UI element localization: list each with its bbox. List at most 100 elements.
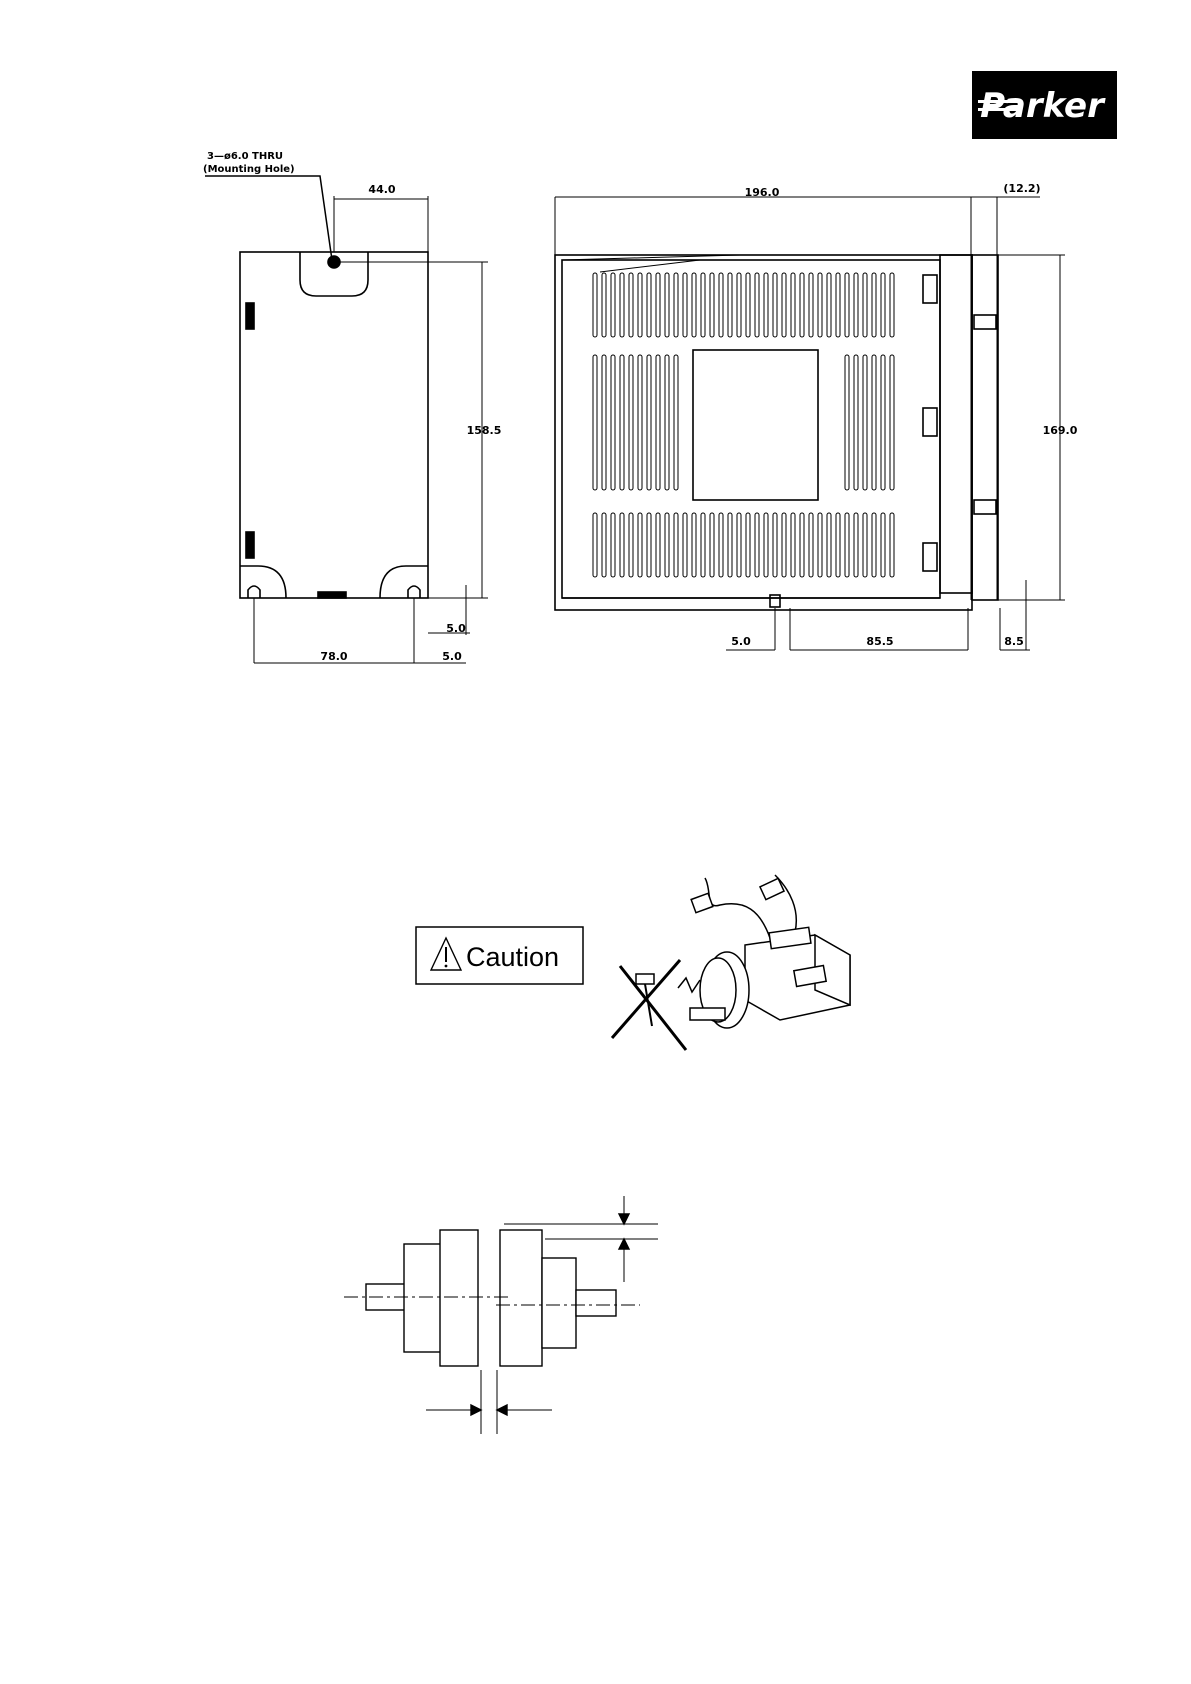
vent-slot	[647, 355, 651, 490]
vent-slot	[755, 273, 759, 337]
vent-slot	[863, 513, 867, 577]
vent-slot	[854, 273, 858, 337]
vent-slot	[656, 513, 660, 577]
vent-slot	[611, 355, 615, 490]
vent-slot	[683, 273, 687, 337]
servo-motor-icon	[690, 875, 850, 1028]
vent-slot	[683, 513, 687, 577]
dim-width-bottom: 78.0	[320, 650, 347, 663]
vent-slot	[674, 273, 678, 337]
vent-slot	[701, 513, 705, 577]
caution-label: Caution	[416, 927, 583, 984]
vent-slot	[629, 273, 633, 337]
hole-note-line2: (Mounting Hole)	[203, 164, 295, 175]
hole-note-line1: 3—ø6.0 THRU	[207, 151, 283, 162]
vent-slot	[881, 513, 885, 577]
vent-slot	[791, 273, 795, 337]
vent-slot	[710, 513, 714, 577]
dim-depth: 196.0	[745, 186, 780, 199]
vent-slot	[665, 273, 669, 337]
vent-slot	[665, 513, 669, 577]
vent-slot	[863, 273, 867, 337]
vent-slot	[611, 273, 615, 337]
vent-slot	[854, 513, 858, 577]
vent-slot	[755, 513, 759, 577]
vent-slot	[692, 513, 696, 577]
crossed-hammer-icon	[612, 960, 700, 1050]
vent-slot	[656, 355, 660, 490]
dim-left-offset: 5.0	[731, 635, 751, 648]
vent-slot	[674, 355, 678, 490]
vent-slot	[737, 513, 741, 577]
vent-slot	[800, 273, 804, 337]
dim-bottom-gap: 5.0	[446, 622, 466, 635]
vent-slot	[818, 513, 822, 577]
vent-slot	[746, 513, 750, 577]
dim-right-offset: 8.5	[1004, 635, 1024, 648]
vent-slot	[872, 355, 876, 490]
vent-slot	[809, 513, 813, 577]
vent-slot	[611, 513, 615, 577]
vent-slot	[872, 273, 876, 337]
vent-slot	[593, 355, 597, 490]
vent-slot	[827, 513, 831, 577]
vent-slot	[629, 513, 633, 577]
vent-slot	[737, 273, 741, 337]
dim-width-top: 44.0	[368, 183, 395, 196]
vent-slot	[638, 513, 642, 577]
vent-slot	[602, 513, 606, 577]
vent-slot	[674, 513, 678, 577]
vent-slot	[863, 355, 867, 490]
vent-slot	[638, 273, 642, 337]
vent-slot	[602, 273, 606, 337]
vent-slot	[620, 355, 624, 490]
vent-slot	[782, 513, 786, 577]
vent-slot	[656, 273, 660, 337]
parker-logo: Parker	[972, 71, 1117, 139]
vent-slot	[701, 273, 705, 337]
vent-slot	[881, 355, 885, 490]
mounting-hole-note: 3—ø6.0 THRU (Mounting Hole)	[203, 151, 332, 260]
vent-slot	[782, 273, 786, 337]
vent-slot	[665, 355, 669, 490]
vent-slot	[836, 513, 840, 577]
vent-slot	[809, 273, 813, 337]
vent-slot	[773, 513, 777, 577]
vent-slot	[791, 513, 795, 577]
dim-mount-pitch: 85.5	[866, 635, 893, 648]
vent-slot	[647, 513, 651, 577]
dim-front-height: 158.5	[467, 424, 502, 437]
vent-slot	[638, 355, 642, 490]
vent-slot	[764, 273, 768, 337]
vent-slot	[593, 513, 597, 577]
vent-slot	[764, 513, 768, 577]
vent-slot	[854, 355, 858, 490]
vent-slot	[845, 513, 849, 577]
vent-slot	[890, 355, 894, 490]
front-view	[240, 196, 488, 663]
vent-slot	[836, 273, 840, 337]
caution-text: Caution	[466, 942, 559, 972]
side-view	[555, 197, 1065, 650]
vent-slot	[620, 273, 624, 337]
vent-slot	[881, 273, 885, 337]
vent-slot	[746, 273, 750, 337]
vent-slot	[629, 355, 633, 490]
front-dimension-labels: 44.0 158.5 5.0 78.0 5.0	[320, 183, 501, 663]
vent-slot	[710, 273, 714, 337]
vent-slot	[890, 273, 894, 337]
dim-connector: (12.2)	[1003, 182, 1040, 195]
vent-slot	[719, 273, 723, 337]
vent-slot	[620, 513, 624, 577]
side-vent-slots	[593, 273, 894, 577]
vent-slot	[719, 513, 723, 577]
side-dimension-labels: 196.0 (12.2) 169.0 5.0 85.5 8.5	[731, 182, 1077, 648]
vent-slot	[845, 355, 849, 490]
dim-side-gap: 5.0	[442, 650, 462, 663]
vent-slot	[593, 273, 597, 337]
vent-slot	[773, 273, 777, 337]
logo-text: Parker	[980, 86, 1106, 126]
vent-slot	[872, 513, 876, 577]
dim-side-height: 169.0	[1043, 424, 1078, 437]
vent-slot	[728, 273, 732, 337]
